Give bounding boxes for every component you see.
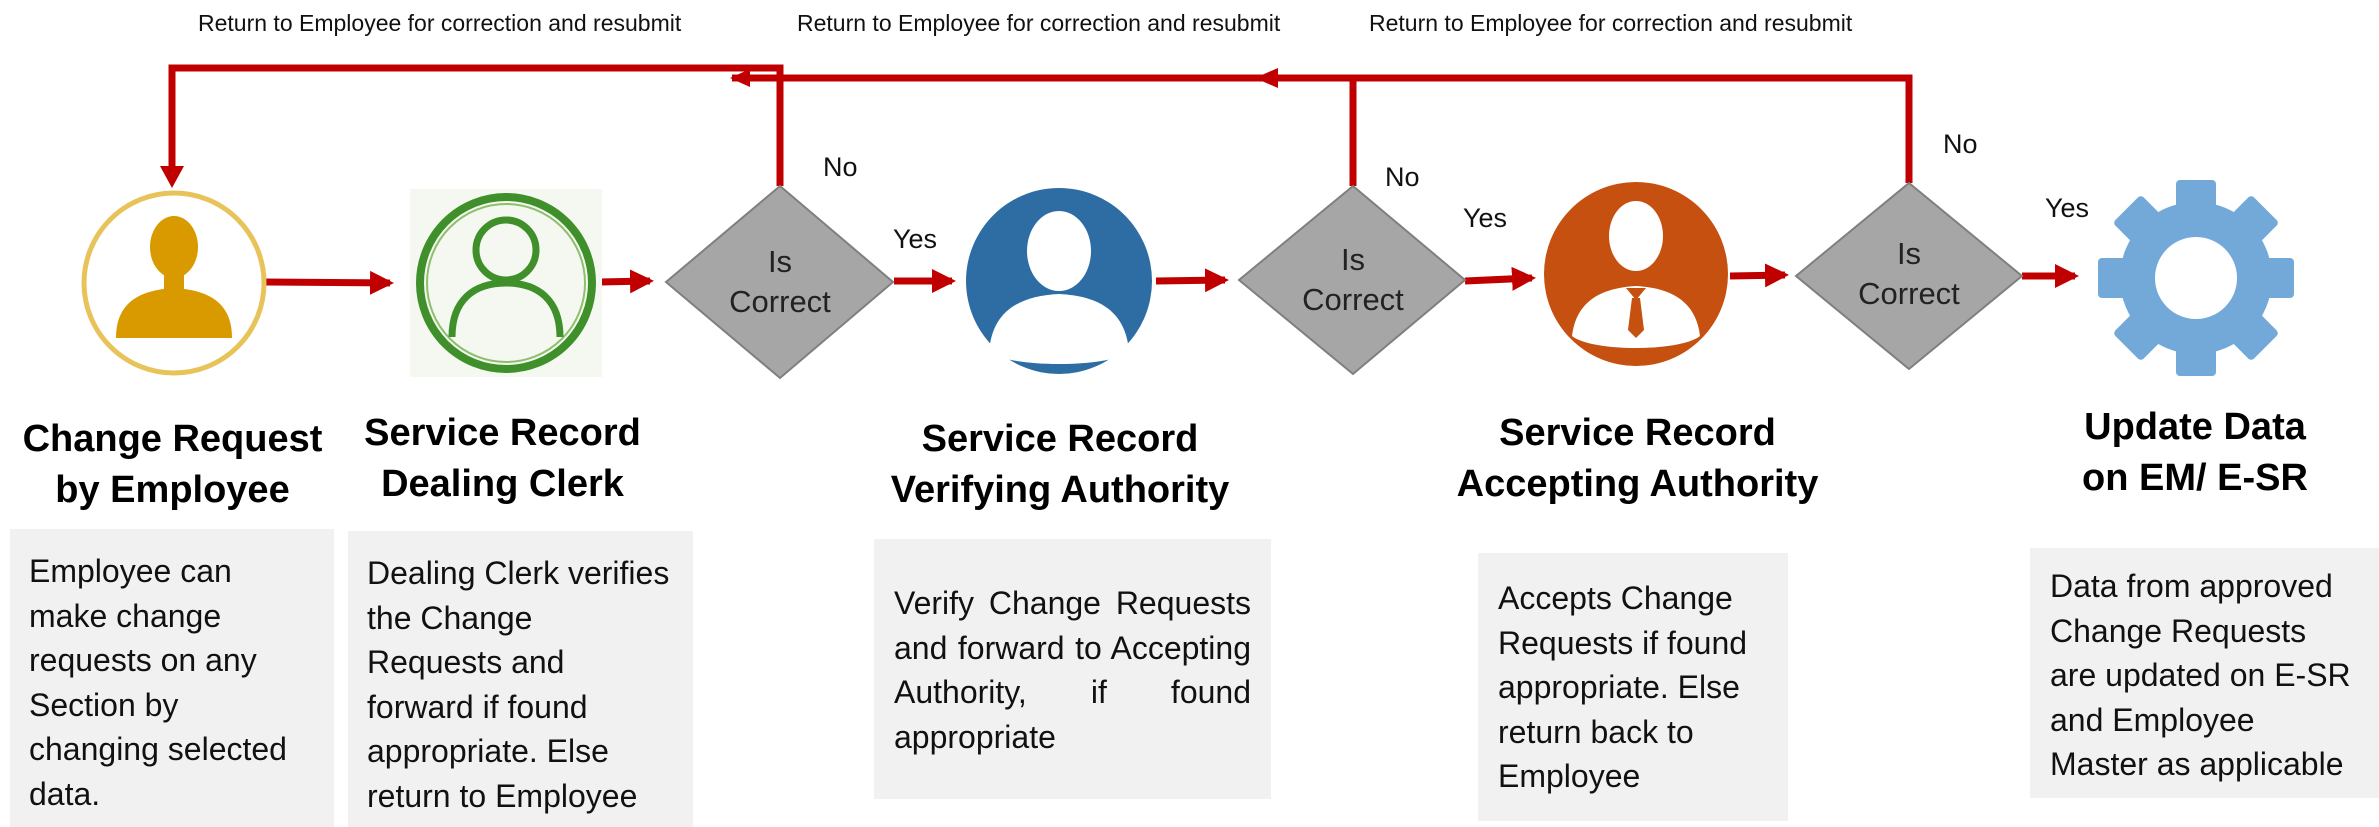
return-arrowhead-employee bbox=[160, 166, 184, 188]
decision-3-label: Is Correct bbox=[1858, 236, 1960, 311]
accepting-authority-icon bbox=[1544, 182, 1728, 366]
arrow-clerk-to-decision-1 bbox=[599, 269, 654, 294]
return-arrowhead-top-1 bbox=[730, 69, 750, 87]
step-title-dealing-clerk: Service Record Dealing Clerk bbox=[364, 412, 641, 505]
return-label-3: Return to Employee for correction and re… bbox=[1369, 10, 1853, 36]
decision-1-yes-label: Yes bbox=[893, 224, 938, 254]
return-label-2: Return to Employee for correction and re… bbox=[797, 10, 1281, 36]
decision-1-label: Is Correct bbox=[729, 244, 831, 319]
decision-diamond-3 bbox=[1794, 181, 2024, 371]
decision-diamond-1 bbox=[664, 184, 895, 380]
step-title-update-data: Update Data on EM/ E-SR bbox=[2082, 406, 2308, 499]
step-title-verifying-authority: Service Record Verifying Authority bbox=[890, 418, 1230, 511]
forward-connectors bbox=[265, 263, 2079, 295]
employee-icon bbox=[81, 190, 267, 376]
decision-diamond-2 bbox=[1237, 184, 1467, 376]
step-description-verifying-authority: Verify Change Requests and forward to Ac… bbox=[874, 539, 1271, 799]
arrow-decision-2-to-acceptor bbox=[1464, 266, 1536, 291]
step-description-employee: Employee can make change requests on any… bbox=[10, 529, 334, 827]
decision-3-yes-label: Yes bbox=[2045, 193, 2090, 223]
return-connector-3 bbox=[732, 74, 1913, 183]
arrow-verifier-to-decision-2 bbox=[1155, 268, 1229, 293]
step-title-accepting-authority: Service Record Accepting Authority bbox=[1456, 412, 1819, 505]
gear-icon bbox=[2098, 180, 2294, 376]
decision-1-no-label: No bbox=[823, 152, 858, 182]
decision-3-no-label: No bbox=[1943, 129, 1978, 159]
step-description-dealing-clerk: Dealing Clerk verifies the Change Reques… bbox=[348, 531, 693, 827]
return-arrowhead-top-2 bbox=[1255, 68, 1278, 88]
return-connector-1 bbox=[168, 64, 784, 186]
decision-2-no-label: No bbox=[1385, 162, 1420, 192]
step-title-employee: Change Request by Employee bbox=[22, 418, 323, 511]
return-label-1: Return to Employee for correction and re… bbox=[198, 10, 682, 36]
step-description-accepting-authority: Accepts Change Requests if found appropr… bbox=[1478, 553, 1788, 821]
decision-2-label: Is Correct bbox=[1302, 242, 1404, 317]
decision-2-yes-label: Yes bbox=[1463, 203, 1508, 233]
return-loop-connectors bbox=[168, 64, 1913, 186]
verifying-authority-icon bbox=[966, 188, 1152, 374]
arrow-acceptor-to-decision-3 bbox=[1729, 263, 1789, 288]
step-description-update-data: Data from approved Change Requests are u… bbox=[2030, 548, 2379, 798]
dealing-clerk-icon bbox=[410, 189, 602, 377]
arrow-employee-to-clerk bbox=[265, 270, 394, 295]
